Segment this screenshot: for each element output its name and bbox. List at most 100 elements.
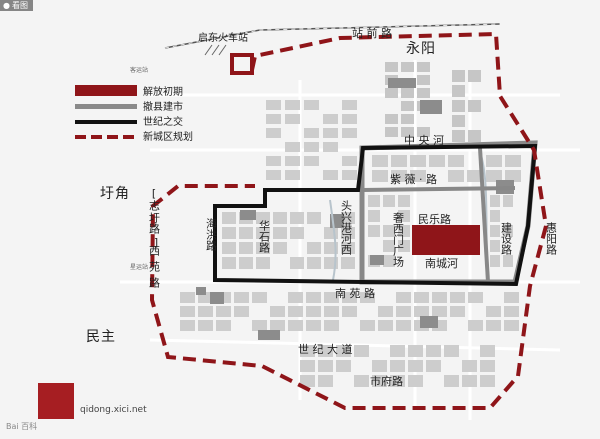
- city-block: [285, 114, 300, 124]
- footer-url: qidong.xici.net: [80, 405, 147, 415]
- city-block: [222, 242, 236, 254]
- city-block: [198, 292, 213, 303]
- city-block: [383, 195, 395, 207]
- city-block: [503, 255, 513, 267]
- city-block: [408, 345, 423, 357]
- label-minzhu: 民主: [86, 329, 116, 345]
- label-minle-road: 民乐路: [418, 213, 451, 226]
- city-block: [505, 155, 521, 167]
- legend-item: 撤县建市: [75, 98, 225, 113]
- city-block: [505, 170, 521, 182]
- city-block: [378, 320, 393, 331]
- city-block: [390, 375, 405, 387]
- city-block: [323, 114, 338, 124]
- city-block: [290, 257, 304, 269]
- label-xiyuan-road-c: 路: [147, 277, 161, 288]
- city-block: [490, 195, 500, 207]
- city-block: [304, 142, 319, 152]
- label-xiyuan-road-a: 西: [147, 245, 161, 256]
- city-block: [288, 292, 303, 303]
- label-xiyuan-road-b: 苑: [147, 261, 161, 272]
- label-zhanqian-road: 站 前 路: [352, 27, 392, 40]
- camera-icon: ●: [3, 1, 10, 10]
- label-zhiyu-road-c: ]: [149, 236, 163, 249]
- legend-label: 新城区规划: [143, 131, 193, 143]
- city-block: [342, 100, 357, 110]
- city-block: [385, 127, 398, 137]
- city-block: [180, 306, 195, 317]
- city-block: [290, 227, 304, 239]
- city-block: [450, 292, 465, 303]
- city-block: [503, 225, 513, 237]
- city-block: [273, 212, 287, 224]
- city-block: [426, 360, 441, 372]
- label-zhiyu-road-b: 圩路: [147, 212, 161, 234]
- city-block: [391, 170, 407, 182]
- city-block: [468, 70, 481, 82]
- city-block: [452, 100, 465, 112]
- city-block: [432, 306, 447, 317]
- city-block: [307, 212, 321, 224]
- city-block: [504, 320, 519, 331]
- city-block: [401, 114, 414, 124]
- city-block: [216, 320, 231, 331]
- city-block: [429, 155, 445, 167]
- city-block: [417, 88, 430, 98]
- city-block: [307, 257, 321, 269]
- city-block: [266, 100, 281, 110]
- station-marker: [230, 53, 254, 75]
- legend-swatch-dashed-line: [75, 134, 137, 139]
- city-block: [342, 156, 357, 166]
- city-block: [285, 100, 300, 110]
- legend-item: 新城区规划: [75, 128, 225, 143]
- city-block: [490, 240, 500, 252]
- city-block: [222, 227, 236, 239]
- city-block: [414, 306, 429, 317]
- city-block: [398, 240, 410, 252]
- city-block: [222, 257, 236, 269]
- site-logo: [38, 383, 74, 419]
- city-block: [288, 320, 303, 331]
- city-block: [285, 156, 300, 166]
- city-block: [385, 114, 398, 124]
- label-small-2: 星运站: [130, 264, 149, 271]
- city-block: [342, 292, 357, 303]
- city-block: [306, 306, 321, 317]
- city-block: [256, 227, 270, 239]
- label-jianshe-road: 建设路: [499, 222, 513, 255]
- city-block: [290, 212, 304, 224]
- city-block: [480, 345, 495, 357]
- legend-label: 解放初期: [143, 86, 183, 98]
- city-block: [266, 114, 281, 124]
- city-block: [401, 88, 414, 98]
- city-block: [452, 130, 465, 142]
- city-block: [462, 375, 477, 387]
- city-block: [490, 210, 500, 222]
- badge-text: 看图: [11, 1, 28, 10]
- city-block: [398, 225, 410, 237]
- city-block: [342, 170, 357, 180]
- city-block: [324, 292, 339, 303]
- liberation-era-core: [412, 225, 480, 255]
- dashed-red-boundary: [149, 31, 549, 410]
- label-yongyang: 永阳: [406, 41, 436, 57]
- city-block: [304, 128, 319, 138]
- city-block: [342, 128, 357, 138]
- legend-item: 世纪之交: [75, 113, 225, 128]
- city-block: [341, 212, 355, 224]
- city-block: [372, 155, 388, 167]
- city-block: [401, 101, 414, 111]
- city-block: [490, 255, 500, 267]
- city-block: [270, 320, 285, 331]
- city-block: [417, 75, 430, 85]
- label-small-1: 客运站: [130, 67, 149, 74]
- city-block: [444, 375, 459, 387]
- city-block: [480, 375, 495, 387]
- city-block: [273, 242, 287, 254]
- city-block: [410, 170, 426, 182]
- station-hatching: [204, 44, 227, 56]
- city-block: [391, 155, 407, 167]
- city-block: [396, 306, 411, 317]
- city-block: [486, 170, 502, 182]
- city-block: [452, 115, 465, 127]
